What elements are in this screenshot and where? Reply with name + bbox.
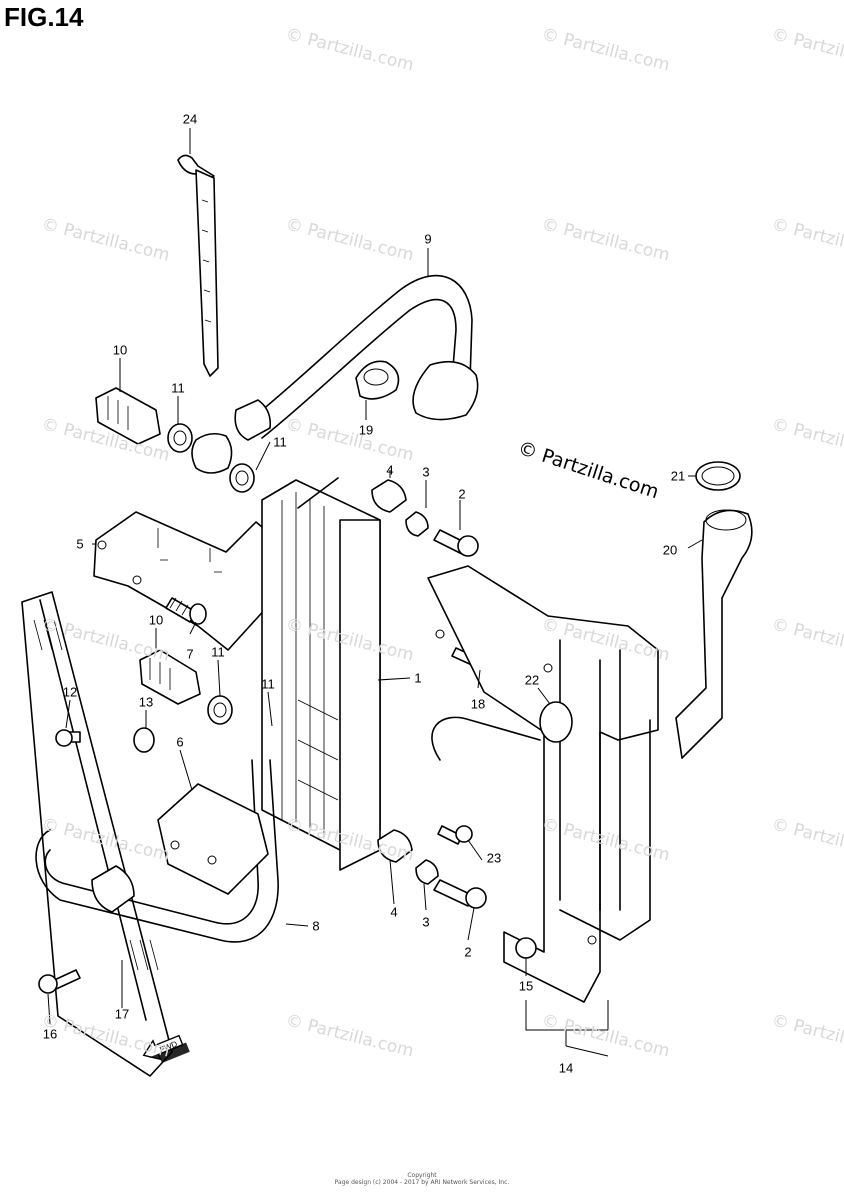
part-10-fitting-lower <box>139 649 201 705</box>
callout-12[interactable]: 12 <box>62 684 78 700</box>
callout-15[interactable]: 15 <box>518 978 534 994</box>
callout-17[interactable]: 17 <box>114 1006 130 1022</box>
part-15-cap <box>515 937 537 959</box>
callout-11-d[interactable]: 11 <box>261 676 275 692</box>
part-20-pipe <box>675 509 753 759</box>
part-12-bolt <box>55 729 81 747</box>
part-5-bracket <box>93 511 269 651</box>
callout-16[interactable]: 16 <box>42 1026 58 1042</box>
callout-23[interactable]: 23 <box>486 850 502 866</box>
callout-22[interactable]: 22 <box>524 672 540 688</box>
callout-4-lower[interactable]: 4 <box>390 904 398 920</box>
upper-mount-hardware <box>371 479 479 557</box>
callout-2-upper[interactable]: 2 <box>458 486 466 502</box>
copyright-notice: Copyright Page design (c) 2004 - 2017 by… <box>0 1172 844 1186</box>
callout-1[interactable]: 1 <box>414 670 422 686</box>
leader-lines <box>47 128 703 1057</box>
part-21-o-ring <box>695 461 741 491</box>
copyright-line-2: Page design (c) 2004 - 2017 by ARI Netwo… <box>334 1179 510 1186</box>
callout-10-upper[interactable]: 10 <box>112 342 128 358</box>
callout-8[interactable]: 8 <box>312 918 320 934</box>
callout-6[interactable]: 6 <box>176 734 184 750</box>
callout-3-lower[interactable]: 3 <box>422 914 430 930</box>
callout-10-lower[interactable]: 10 <box>148 612 164 628</box>
callout-9[interactable]: 9 <box>424 231 432 247</box>
callout-24[interactable]: 24 <box>182 111 198 127</box>
callout-2-lower[interactable]: 2 <box>464 944 472 960</box>
part-24-cable-tie <box>177 154 219 377</box>
part-8-lower-hose <box>35 759 279 943</box>
lower-mount-hardware <box>377 647 491 909</box>
callout-7[interactable]: 7 <box>186 646 194 662</box>
part-14-guard <box>427 565 659 1003</box>
callout-11-b[interactable]: 11 <box>273 434 287 450</box>
callout-19[interactable]: 19 <box>358 422 374 438</box>
copyright-line-1: Copyright <box>407 1172 437 1179</box>
callout-13[interactable]: 13 <box>138 694 154 710</box>
figure-title: FIG.14 <box>4 2 84 32</box>
callout-21[interactable]: 21 <box>670 468 686 484</box>
part-22-ring <box>539 701 573 743</box>
callout-11-a[interactable]: 11 <box>171 380 185 396</box>
callout-20[interactable]: 20 <box>662 542 678 558</box>
part-7-bolt <box>165 597 207 625</box>
fwd-arrow-icon: FWD <box>142 1034 190 1064</box>
part-10-fitting-upper <box>95 387 161 445</box>
part-1-oil-cooler <box>261 477 381 871</box>
callout-11-c[interactable]: 11 <box>211 644 225 660</box>
part-16-bolt <box>38 969 81 994</box>
callout-4-upper[interactable]: 4 <box>386 462 394 478</box>
callout-18[interactable]: 18 <box>470 696 486 712</box>
part-9-upper-hose <box>191 274 479 474</box>
part-17-cover <box>21 591 173 1077</box>
callout-5[interactable]: 5 <box>76 536 84 552</box>
part-19-clamp <box>355 360 400 400</box>
callout-3-upper[interactable]: 3 <box>422 464 430 480</box>
part-13-ring <box>133 727 155 753</box>
callout-14[interactable]: 14 <box>558 1060 574 1076</box>
part-6-lower-bracket <box>157 783 269 895</box>
